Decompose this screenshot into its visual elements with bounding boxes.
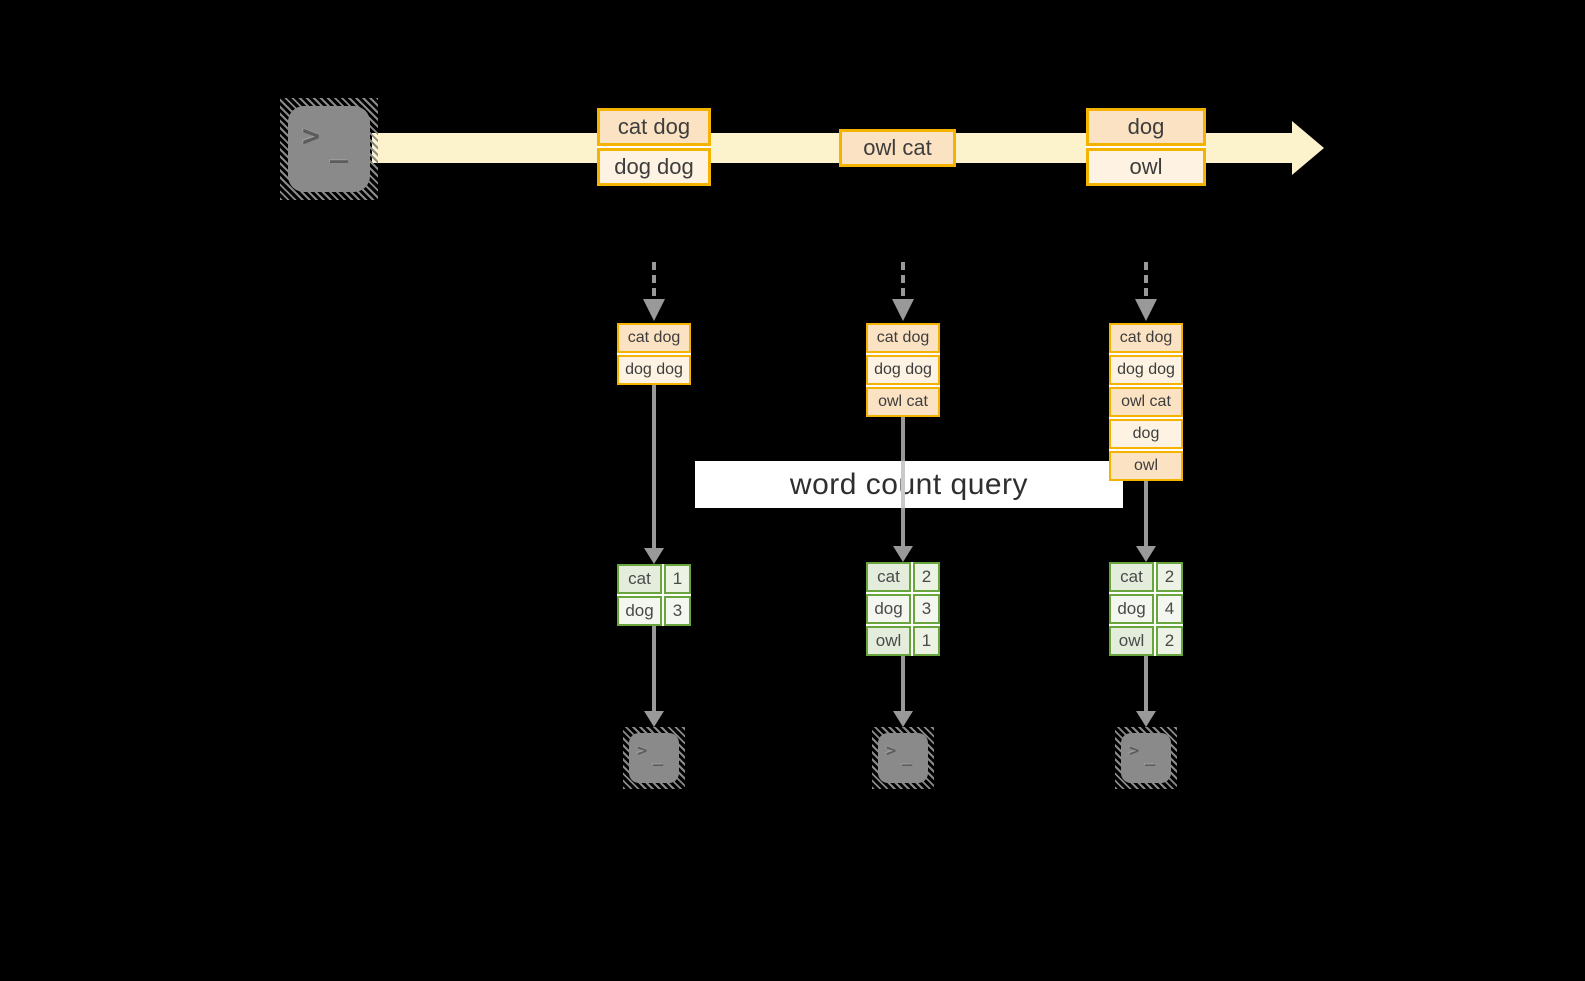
- state-row: owl cat: [1109, 387, 1183, 417]
- arrow-head-icon: [1136, 711, 1156, 727]
- count-value-cell: 2: [1156, 562, 1183, 592]
- terminal-screen: > _: [1121, 733, 1171, 783]
- count-value-cell: 2: [913, 562, 940, 592]
- dashed-arrow-head-icon: [1135, 299, 1157, 321]
- word-count-table-1: cat 1 dog 3: [617, 564, 691, 626]
- dashed-arrow-line: [901, 262, 905, 296]
- state-row: dog dog: [617, 355, 691, 385]
- count-value-cell: 1: [913, 626, 940, 656]
- count-value-cell: 3: [664, 596, 691, 626]
- query-banner-label: word count query: [789, 467, 1029, 501]
- count-value-cell: 4: [1156, 594, 1183, 624]
- dashed-arrow-head-icon: [643, 299, 665, 321]
- stream-event-cell: dog: [1086, 108, 1206, 146]
- state-row: cat dog: [1109, 323, 1183, 353]
- state-row: cat dog: [866, 323, 940, 353]
- arrow-head-icon: [644, 711, 664, 727]
- stream-event-cell: owl: [1086, 148, 1206, 186]
- state-row: owl cat: [866, 387, 940, 417]
- terminal-cursor-glyph: _: [330, 129, 349, 164]
- terminal-screen: > _: [629, 733, 679, 783]
- stream-event-cell: cat dog: [597, 108, 711, 146]
- terminal-cursor-glyph: _: [653, 747, 664, 767]
- arrow-line: [901, 656, 905, 711]
- terminal-screen: > _: [878, 733, 928, 783]
- stream-event-box-1: cat dog dog dog: [597, 108, 711, 186]
- state-buffer-2: cat dog dog dog owl cat: [866, 323, 940, 417]
- output-terminal-icon-2: > _: [872, 727, 934, 789]
- word-count-table-3: cat 2 dog 4 owl 2: [1109, 562, 1183, 656]
- state-row: dog: [1109, 419, 1183, 449]
- arrow-line-through-banner: [901, 461, 905, 508]
- word-count-table-2: cat 2 dog 3 owl 1: [866, 562, 940, 656]
- arrow-head-icon: [893, 711, 913, 727]
- stream-event-box-3: dog owl: [1086, 108, 1206, 186]
- dashed-arrow-line: [652, 262, 656, 296]
- terminal-cursor-glyph: _: [902, 747, 913, 767]
- stream-event-cell: dog dog: [597, 148, 711, 186]
- count-word-cell: dog: [866, 594, 911, 624]
- dashed-arrow-line: [1144, 262, 1148, 296]
- state-row: cat dog: [617, 323, 691, 353]
- dashed-arrow-head-icon: [892, 299, 914, 321]
- arrow-head-icon: [644, 548, 664, 564]
- terminal-prompt-glyph: >: [302, 119, 321, 154]
- count-value-cell: 3: [913, 594, 940, 624]
- terminal-prompt-glyph: >: [1129, 741, 1140, 761]
- state-row: dog dog: [866, 355, 940, 385]
- arrow-line: [1144, 481, 1148, 546]
- count-value-cell: 2: [1156, 626, 1183, 656]
- output-terminal-icon-1: > _: [623, 727, 685, 789]
- count-word-cell: cat: [866, 562, 911, 592]
- output-terminal-icon-3: > _: [1115, 727, 1177, 789]
- stream-event-box-2: owl cat: [839, 129, 956, 167]
- arrow-head-icon: [893, 546, 913, 562]
- count-word-cell: owl: [1109, 626, 1154, 656]
- count-value-cell: 1: [664, 564, 691, 594]
- arrow-line: [652, 385, 656, 548]
- state-buffer-3: cat dog dog dog owl cat dog owl: [1109, 323, 1183, 481]
- count-word-cell: dog: [1109, 594, 1154, 624]
- state-buffer-1: cat dog dog dog: [617, 323, 691, 385]
- arrow-line: [652, 626, 656, 711]
- state-row: owl: [1109, 451, 1183, 481]
- terminal-prompt-glyph: >: [637, 741, 648, 761]
- source-terminal-icon: > _: [280, 98, 378, 200]
- terminal-prompt-glyph: >: [886, 741, 897, 761]
- count-word-cell: owl: [866, 626, 911, 656]
- count-word-cell: cat: [617, 564, 662, 594]
- count-word-cell: dog: [617, 596, 662, 626]
- stream-timeline-arrowhead-icon: [1292, 121, 1324, 175]
- query-banner: word count query: [695, 461, 1123, 508]
- stream-event-cell: owl cat: [839, 129, 956, 167]
- arrow-line: [1144, 656, 1148, 711]
- state-row: dog dog: [1109, 355, 1183, 385]
- arrow-head-icon: [1136, 546, 1156, 562]
- terminal-screen: > _: [288, 106, 370, 192]
- terminal-cursor-glyph: _: [1145, 747, 1156, 767]
- count-word-cell: cat: [1109, 562, 1154, 592]
